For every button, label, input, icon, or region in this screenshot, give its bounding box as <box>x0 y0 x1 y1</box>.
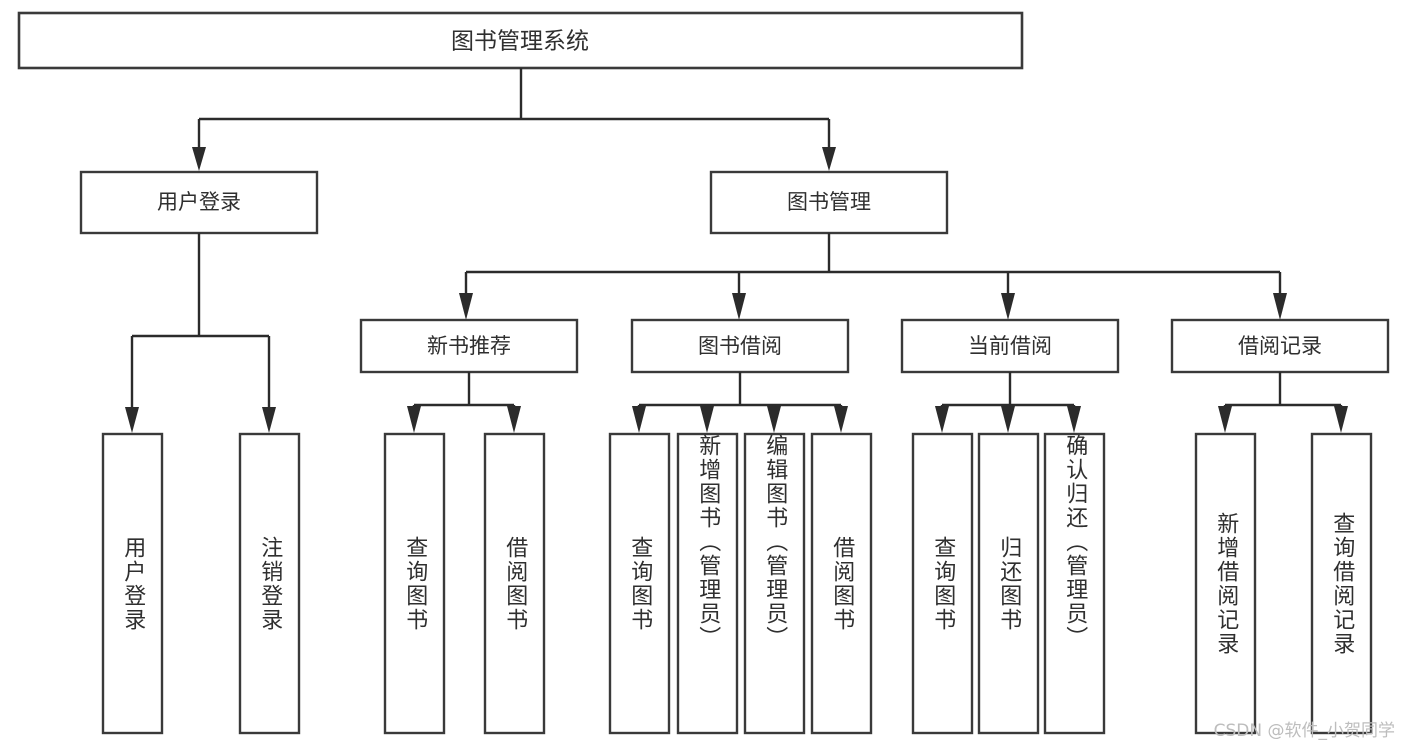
arrow-bookmgmt-c1 <box>459 293 473 320</box>
node-new-book-recommend-box[interactable] <box>359 318 579 374</box>
arrow-currentborrow-l3 <box>1067 406 1081 433</box>
arrow-currentborrow-l2 <box>1001 406 1015 433</box>
node-current-borrow-box[interactable] <box>900 318 1120 374</box>
leaf-currentborrow-confirm-box[interactable] <box>1043 432 1106 735</box>
arrow-bookborrow-l4 <box>834 406 848 433</box>
leaf-borrowrecord-query-box[interactable] <box>1310 432 1373 735</box>
arrow-borrowrecord-l2 <box>1334 406 1348 433</box>
leaf-currentborrow-query-box[interactable] <box>911 432 974 735</box>
node-book-borrow-label: 图书借阅 <box>698 334 782 358</box>
arrow-bookmgmt-c3 <box>1001 293 1015 320</box>
leaf-bookborrow-edit-box[interactable] <box>743 432 806 735</box>
node-new-book-recommend-label: 新书推荐 <box>427 334 511 358</box>
node-root-label: 图书管理系统 <box>451 29 589 55</box>
arrow-root-to-bookmgmt <box>822 147 836 171</box>
arrow-bookborrow-l1 <box>632 406 646 433</box>
node-root-box[interactable] <box>17 11 1024 70</box>
leaf-newbook-borrow-box[interactable] <box>483 432 546 735</box>
arrow-bookmgmt-c4 <box>1273 293 1287 320</box>
leaf-borrowrecord-add-box[interactable] <box>1194 432 1257 735</box>
arrow-bookmgmt-c2 <box>732 293 746 320</box>
arrow-userlogin-leaf1 <box>125 407 139 433</box>
node-user-login-label: 用户登录 <box>157 190 241 214</box>
leaf-newbook-query-box[interactable] <box>383 432 446 735</box>
leaf-currentborrow-return-box[interactable] <box>977 432 1040 735</box>
arrow-newbook-l2 <box>507 406 521 433</box>
arrow-bookborrow-l2 <box>700 406 714 433</box>
node-book-management-label: 图书管理 <box>787 190 871 214</box>
node-borrow-record-box[interactable] <box>1170 318 1390 374</box>
leaf-user-login-box[interactable] <box>101 432 164 735</box>
leaf-logout-box[interactable] <box>238 432 301 735</box>
node-borrow-record-label: 借阅记录 <box>1238 334 1322 358</box>
leaf-bookborrow-borrow-box[interactable] <box>810 432 873 735</box>
leaf-bookborrow-query-box[interactable] <box>608 432 671 735</box>
arrow-currentborrow-l1 <box>935 406 949 433</box>
arrow-bookborrow-l3 <box>767 406 781 433</box>
arrow-borrowrecord-l1 <box>1218 406 1232 433</box>
arrow-newbook-l1 <box>407 406 421 433</box>
arrow-userlogin-leaf2 <box>262 407 276 433</box>
node-book-borrow-box[interactable] <box>630 318 850 374</box>
leaf-bookborrow-add-box[interactable] <box>676 432 739 735</box>
node-book-management-box[interactable] <box>709 170 949 235</box>
node-current-borrow-label: 当前借阅 <box>968 334 1052 358</box>
arrow-root-to-userlogin <box>192 147 206 171</box>
